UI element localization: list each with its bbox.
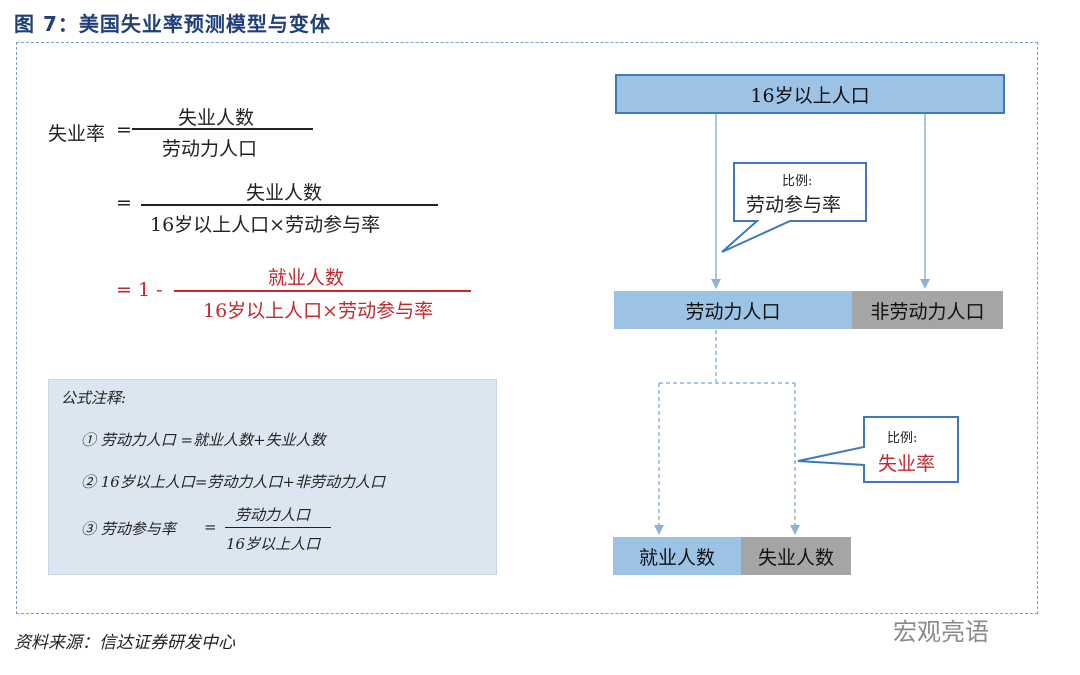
source-note: 资料来源：信达证券研发中心 [14, 633, 235, 653]
note-2: ② 16岁以上人口=劳动力人口+非劳动力人口 [81, 473, 385, 491]
callout-unemployment-bubble [797, 416, 959, 483]
formula3-numerator: 就业人数 [268, 267, 345, 289]
formula3-prefix: = 1 - [116, 279, 163, 301]
brand-watermark: 宏观亮语 [893, 618, 989, 646]
callout2-value: 失业率 [878, 453, 936, 475]
note-3-numerator: 劳动力人口 [235, 506, 311, 524]
figure-frame [16, 42, 1038, 614]
formula3-denominator: 16岁以上人口×劳动参与率 [203, 300, 434, 322]
formula1-numerator: 失业人数 [178, 107, 255, 129]
formula1-fraction-bar [132, 128, 313, 130]
formula-notes-box: 公式注释: ① 劳动力人口 =就业人数+失业人数 ② 16岁以上人口=劳动力人口… [48, 379, 497, 575]
box-labor-force: 劳动力人口 [614, 291, 852, 329]
note-3-eq: = [204, 518, 217, 536]
formula-eq-1: = [116, 119, 132, 141]
formula2-numerator: 失业人数 [246, 182, 323, 204]
box-unemployed: 失业人数 [741, 537, 851, 575]
note-3-denominator: 16岁以上人口 [226, 535, 321, 553]
box-non-labor-force: 非劳动力人口 [852, 291, 1003, 329]
formula-eq-2: = [116, 192, 132, 214]
figure-title: 图 7：美国失业率预测模型与变体 [14, 12, 331, 36]
notes-heading: 公式注释: [61, 389, 127, 407]
formula2-denominator: 16岁以上人口×劳动参与率 [150, 214, 381, 236]
box-employed: 就业人数 [613, 537, 741, 575]
callout1-label: 比例: [782, 174, 813, 189]
formula3-fraction-bar [174, 290, 471, 292]
formula-lhs: 失业率 [48, 123, 106, 145]
formula1-denominator: 劳动力人口 [162, 138, 258, 160]
callout2-label: 比例: [887, 431, 918, 446]
note-3-fraction-bar [225, 527, 331, 528]
note-3-label: ③ 劳动参与率 [81, 520, 176, 538]
box-population-16plus: 16岁以上人口 [615, 74, 1005, 114]
callout1-value: 劳动参与率 [746, 194, 842, 216]
formula2-fraction-bar [141, 204, 438, 206]
callout-participation-bubble [721, 162, 867, 253]
note-1: ① 劳动力人口 =就业人数+失业人数 [81, 431, 326, 449]
